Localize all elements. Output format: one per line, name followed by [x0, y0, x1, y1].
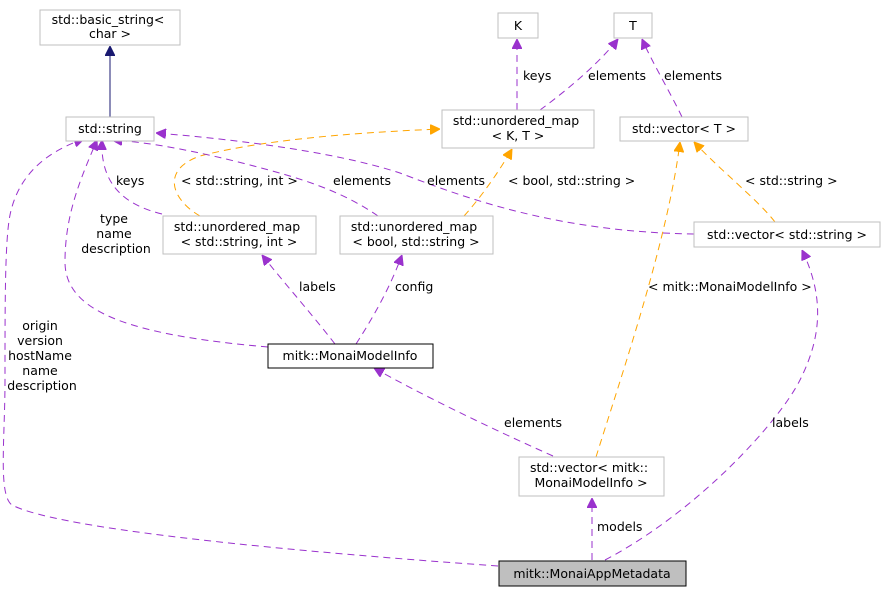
node-std-string-label: std::string	[78, 121, 142, 136]
node-basic-string-line1: std::basic_string<	[52, 12, 165, 27]
edge-label-name2: name	[22, 363, 58, 378]
edge-app-metadata-labels	[604, 250, 819, 561]
svg-text:std::unordered_map < s: std::unordered_map < std::string, int >	[174, 219, 304, 249]
edge-label-elements-umap-bool: elements	[333, 173, 391, 188]
edge-label-keys-k: keys	[523, 68, 551, 83]
svg-text:std::unordered_map < b: std::unordered_map < bool, std::string >	[351, 219, 481, 249]
node-umap-kt[interactable]: std::unordered_map < K, T >	[441, 109, 595, 149]
node-monai-app-metadata-label: mitk::MonaiAppMetadata	[513, 566, 670, 581]
edge-label-origin-group: origin version hostName name description	[7, 318, 77, 393]
edge-model-info-type-string	[64, 140, 269, 348]
edge-umap-kt-elements-t	[539, 39, 618, 111]
edge-label-elements-model: elements	[504, 415, 562, 430]
node-umap-kt-line1: std::unordered_map	[453, 113, 579, 128]
node-k-label: K	[514, 18, 523, 33]
edge-label-origin: origin	[22, 318, 58, 333]
edge-label-tmpl-bool-str: < bool, std::string >	[508, 173, 635, 188]
node-vector-string[interactable]: std::vector< std::string >	[693, 221, 881, 248]
node-umap-str-int-line1: std::unordered_map	[174, 219, 300, 234]
node-vector-t[interactable]: std::vector< T >	[619, 116, 749, 142]
node-monai-app-metadata[interactable]: mitk::MonaiAppMetadata	[498, 560, 687, 587]
edge-vector-model-elements	[374, 368, 554, 457]
node-vector-model[interactable]: std::vector< mitk:: MonaiModelInfo >	[518, 456, 665, 497]
node-vector-string-label: std::vector< std::string >	[707, 227, 867, 242]
node-k[interactable]: K	[497, 12, 539, 39]
node-vector-t-label: std::vector< T >	[632, 121, 736, 136]
edge-label-labels-info: labels	[299, 279, 336, 294]
svg-text:std::vector< mitk:: Mo: std::vector< mitk:: MonaiModelInfo >	[530, 460, 652, 490]
edge-vector-string-elements-string	[156, 133, 695, 235]
edge-label-description: description	[81, 241, 151, 256]
edge-label-labels-meta: labels	[772, 415, 809, 430]
edge-umap-bool-str-template	[463, 149, 512, 217]
node-std-string[interactable]: std::string	[65, 116, 155, 142]
node-vector-model-line1: std::vector< mitk::	[530, 460, 648, 475]
edge-vector-model-template	[595, 142, 680, 458]
node-t[interactable]: T	[613, 12, 653, 39]
node-basic-string-line2: char >	[89, 26, 131, 41]
edge-vector-string-template	[694, 142, 776, 223]
node-umap-bool-str-line1: std::unordered_map	[351, 219, 477, 234]
edge-label-tmpl-model: < mitk::MonaiModelInfo >	[648, 279, 812, 294]
edge-label-keys-string: keys	[116, 173, 144, 188]
edge-labels: keys elements elements < std::string, in…	[7, 68, 837, 534]
edge-label-config: config	[395, 279, 433, 294]
node-vector-model-line2: MonaiModelInfo >	[534, 475, 647, 490]
node-umap-kt-line2: < K, T >	[492, 128, 545, 143]
edge-app-metadata-origin-string	[2, 139, 499, 567]
edge-label-models: models	[597, 519, 642, 534]
edge-umap-str-int-template	[173, 129, 440, 217]
nodes: std::basic_string< char > K T std::strin…	[39, 9, 881, 587]
node-umap-bool-str[interactable]: std::unordered_map < bool, std::string >	[339, 215, 494, 255]
edge-label-tmpl-string: < std::string >	[745, 173, 838, 188]
edge-label-elements-vector-string: elements	[427, 173, 485, 188]
edge-label-elements-t-vector: elements	[664, 68, 722, 83]
edge-umap-bool-str-elements-string	[112, 140, 379, 217]
node-umap-bool-str-line2: < bool, std::string >	[352, 234, 479, 249]
edge-label-description2: description	[7, 378, 77, 393]
svg-text:std::basic_string< cha: std::basic_string< char >	[52, 12, 169, 41]
node-basic-string[interactable]: std::basic_string< char >	[39, 9, 181, 46]
svg-text:std::unordered_map < K: std::unordered_map < K, T >	[453, 113, 583, 143]
edge-umap-str-int-keys-string	[102, 140, 163, 215]
edge-model-info-labels	[262, 255, 336, 345]
node-monai-model-info-label: mitk::MonaiModelInfo	[283, 348, 418, 363]
edge-label-tmpl-str-int: < std::string, int >	[181, 173, 298, 188]
edge-label-elements-t-umap: elements	[588, 68, 646, 83]
node-t-label: T	[628, 18, 637, 33]
node-umap-str-int-line2: < std::string, int >	[181, 234, 298, 249]
edge-label-version: version	[17, 333, 63, 348]
node-monai-model-info[interactable]: mitk::MonaiModelInfo	[267, 343, 434, 369]
edge-label-type: type	[100, 211, 128, 226]
edge-label-type-name-description: type name description	[81, 211, 151, 256]
edges	[2, 39, 819, 567]
edge-label-hostname: hostName	[8, 348, 72, 363]
node-umap-str-int[interactable]: std::unordered_map < std::string, int >	[162, 215, 317, 255]
edge-label-name: name	[96, 226, 132, 241]
edge-model-info-config	[355, 255, 402, 345]
